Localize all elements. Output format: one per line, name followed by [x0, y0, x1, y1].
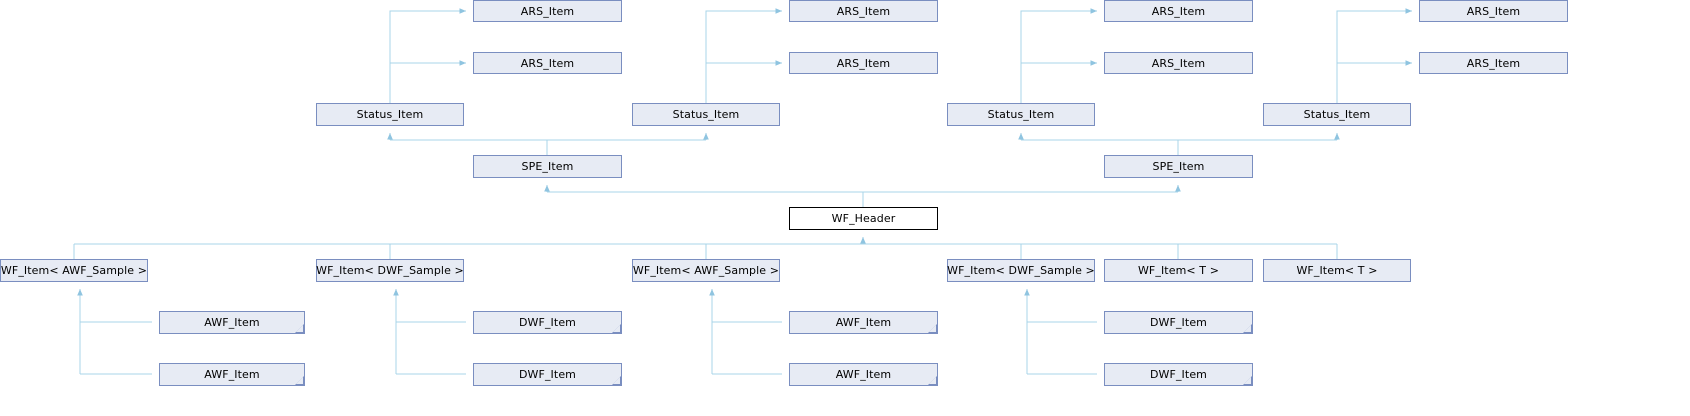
edge-spe2-bus	[1018, 133, 1340, 155]
node-label: Status_Item	[987, 108, 1055, 121]
node-wfi5[interactable]: WF_Item< T >	[1104, 259, 1253, 282]
node-st4[interactable]: Status_Item	[1263, 103, 1411, 126]
node-label: Status_Item	[672, 108, 740, 121]
node-label: ARS_Item	[1151, 56, 1206, 70]
edge-wfi2-dwf	[393, 289, 466, 375]
node-ars6[interactable]: ARS_Item	[1104, 52, 1253, 74]
node-dwf4[interactable]: DWF_Item	[1104, 363, 1253, 386]
node-label: WF_Item< DWF_Sample >	[316, 264, 464, 277]
edge-wfi3-awf	[709, 289, 782, 375]
edge-status4-ars7	[1336, 8, 1412, 103]
node-dwf2[interactable]: DWF_Item	[473, 363, 622, 386]
node-label: Status_Item	[1303, 108, 1371, 121]
node-awf3[interactable]: AWF_Item	[789, 311, 938, 334]
node-label: DWF_Item	[1149, 368, 1207, 381]
node-label: ARS_Item	[520, 4, 575, 18]
node-awf4[interactable]: AWF_Item	[789, 363, 938, 386]
node-wfi2[interactable]: WF_Item< DWF_Sample >	[316, 259, 464, 282]
node-label: ARS_Item	[836, 56, 891, 70]
edge-status2-ars3	[705, 8, 782, 103]
node-wfi6[interactable]: WF_Item< T >	[1263, 259, 1411, 282]
node-dwf3[interactable]: DWF_Item	[1104, 311, 1253, 334]
node-awf2[interactable]: AWF_Item	[159, 363, 305, 386]
node-label: WF_Item< AWF_Sample >	[632, 264, 780, 277]
node-label: DWF_Item	[1149, 316, 1207, 329]
node-label: AWF_Item	[204, 316, 260, 329]
node-ars3[interactable]: ARS_Item	[789, 0, 938, 22]
node-ars4[interactable]: ARS_Item	[789, 52, 938, 74]
node-st3[interactable]: Status_Item	[947, 103, 1095, 126]
edge-wfi1-awf	[77, 289, 152, 375]
node-label: WF_Header	[831, 212, 896, 225]
node-label: ARS_Item	[1466, 56, 1521, 70]
node-wfi4[interactable]: WF_Item< DWF_Sample >	[947, 259, 1095, 282]
node-dwf1[interactable]: DWF_Item	[473, 311, 622, 334]
node-ars7[interactable]: ARS_Item	[1419, 0, 1568, 22]
node-label: ARS_Item	[1466, 4, 1521, 18]
node-label: AWF_Item	[204, 368, 260, 381]
node-label: AWF_Item	[835, 316, 892, 329]
node-label: SPE_Item	[1152, 160, 1205, 173]
node-label: ARS_Item	[1151, 4, 1206, 18]
node-label: AWF_Item	[835, 368, 892, 381]
edge-root-spe-bus	[544, 185, 1181, 207]
node-st1[interactable]: Status_Item	[316, 103, 464, 126]
node-root[interactable]: WF_Header	[789, 207, 938, 230]
node-awf1[interactable]: AWF_Item	[159, 311, 305, 334]
node-label: SPE_Item	[521, 160, 574, 173]
node-ars1[interactable]: ARS_Item	[473, 0, 622, 22]
node-label: WF_Item< T >	[1137, 264, 1220, 277]
node-wfi3[interactable]: WF_Item< AWF_Sample >	[632, 259, 780, 282]
edge-status1-ars1	[389, 8, 466, 103]
node-spe1[interactable]: SPE_Item	[473, 155, 622, 178]
node-ars5[interactable]: ARS_Item	[1104, 0, 1253, 22]
node-wfi1[interactable]: WF_Item< AWF_Sample >	[0, 259, 148, 282]
node-label: WF_Item< AWF_Sample >	[0, 264, 148, 277]
node-label: ARS_Item	[520, 56, 575, 70]
node-spe2[interactable]: SPE_Item	[1104, 155, 1253, 178]
node-st2[interactable]: Status_Item	[632, 103, 780, 126]
edge-wfitems-root-bus	[73, 237, 1338, 259]
edge-status3-ars5	[1020, 8, 1097, 103]
node-label: DWF_Item	[518, 368, 576, 381]
node-ars8[interactable]: ARS_Item	[1419, 52, 1568, 74]
node-label: Status_Item	[356, 108, 424, 121]
edge-spe1-bus	[387, 133, 709, 155]
node-ars2[interactable]: ARS_Item	[473, 52, 622, 74]
node-label: WF_Item< T >	[1296, 264, 1378, 277]
node-label: ARS_Item	[836, 4, 891, 18]
edge-wfi4-dwf	[1024, 289, 1097, 375]
node-label: WF_Item< DWF_Sample >	[947, 264, 1095, 277]
node-label: DWF_Item	[518, 316, 576, 329]
